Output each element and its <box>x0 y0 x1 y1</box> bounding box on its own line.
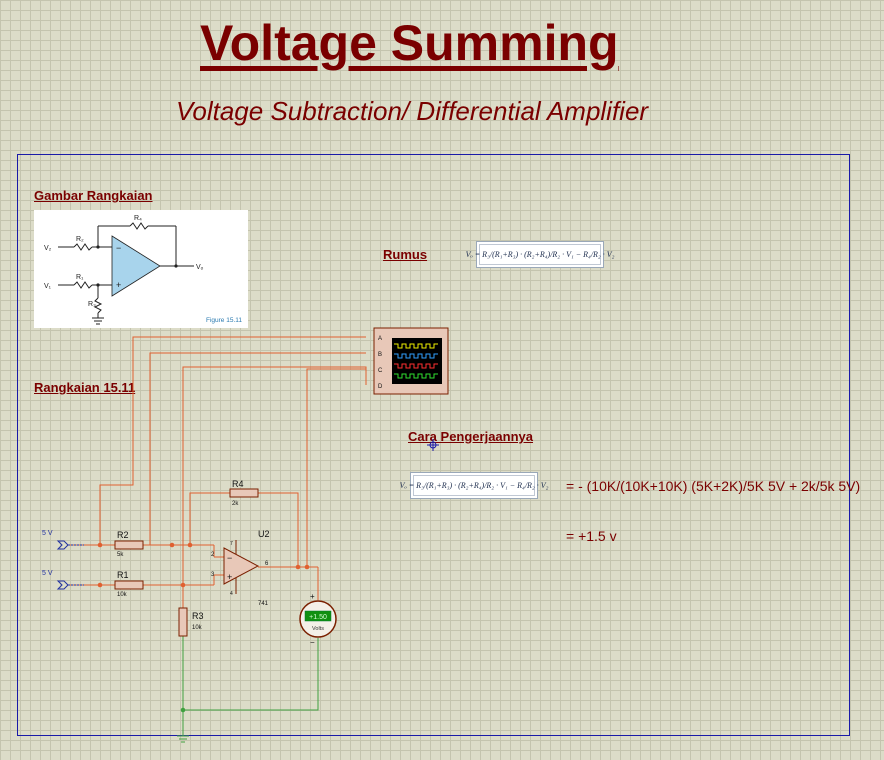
svg-text:+: + <box>227 572 232 582</box>
resistor-r1[interactable]: R1 10k <box>114 570 144 598</box>
figure-label-r1: R₁ <box>76 274 84 281</box>
voltmeter[interactable]: +1.50 Volts + − <box>299 592 337 647</box>
ground-wires <box>182 636 319 736</box>
opamp-name: U2 <box>258 529 270 539</box>
heading-rumus: Rumus <box>383 247 428 262</box>
junction-dots <box>97 542 310 588</box>
oscilloscope-probe-wires <box>99 336 367 585</box>
reference-circuit-figure[interactable]: − + V₂ V₁ R₂ R₁ R₃ R₄ Vₒ Figure 15.11 <box>34 210 248 328</box>
oscilloscope[interactable]: A B C D <box>373 327 449 395</box>
opamp-pin-7: 7 <box>230 541 233 547</box>
scope-channel-d: D <box>378 384 383 390</box>
figure-label-v1: V₁ <box>44 283 52 290</box>
opamp-pin-4: 4 <box>230 591 233 597</box>
r2-value: 5k <box>117 552 124 558</box>
source-1-label: 5 V <box>42 530 53 537</box>
figure-label-vo: Vₒ <box>196 264 204 271</box>
svg-text:+: + <box>116 280 121 290</box>
formula-box-cara[interactable]: Vₒ = R₃/(R₁+R₃) · (R₂+R₄)/R₂ · V₁ − R₄/R… <box>400 472 548 499</box>
svg-text:+: + <box>310 592 315 601</box>
scope-channel-b: B <box>378 352 382 358</box>
formula-text-2: Vₒ = R₃/(R₁+R₃) · (R₂+R₄)/R₂ · V₁ − R₄/R… <box>400 475 548 496</box>
figure-caption: Figure 15.11 <box>206 317 242 324</box>
resistor-r2[interactable]: R2 5k <box>114 530 144 558</box>
voltmeter-reading: +1.50 <box>309 614 327 621</box>
svg-text:−: − <box>227 553 232 563</box>
formula-box-rumus[interactable]: Vₒ = R₃/(R₁+R₃) · (R₂+R₄)/R₂ · V₁ − R₄/R… <box>466 241 614 268</box>
figure-label-r4: R₄ <box>134 215 142 222</box>
heading-gambar-rangkaian: Gambar Rangkaian <box>34 188 153 203</box>
schematic-sheet-frame <box>17 154 850 736</box>
opamp-pin-6: 6 <box>265 561 269 567</box>
resistor-r4[interactable]: R4 2k <box>229 479 259 507</box>
r3-name: R3 <box>192 611 204 621</box>
cursor-crosshair-icon <box>427 439 439 451</box>
r2-name: R2 <box>117 530 129 540</box>
opamp-pin-3: 3 <box>211 572 215 578</box>
figure-label-r2: R₂ <box>76 236 84 243</box>
r1-value: 10k <box>117 592 128 598</box>
svg-text:−: − <box>310 638 315 647</box>
circuit-wires <box>70 492 319 608</box>
figure-label-r3: R₃ <box>88 301 96 308</box>
voltage-source-2[interactable]: 5 V <box>42 570 84 590</box>
resistor-r3[interactable]: R3 10k <box>178 607 204 637</box>
voltmeter-unit: Volts <box>312 626 324 632</box>
r3-value: 10k <box>192 625 203 631</box>
opamp-pin-2: 2 <box>211 552 215 558</box>
scope-channel-c: C <box>378 368 383 374</box>
page-subtitle: Voltage Subtraction/ Differential Amplif… <box>176 96 649 126</box>
scope-channel-a: A <box>378 336 382 342</box>
heading-cara-pengerjaan: Cara Pengerjaannya <box>408 429 534 444</box>
reference-circuit-drawing: − + V₂ V₁ R₂ R₁ R₃ R₄ Vₒ Figure 15.11 <box>44 215 242 325</box>
voltage-source-1[interactable]: 5 V <box>42 530 84 550</box>
r4-value: 2k <box>232 501 239 507</box>
figure-label-v2: V₂ <box>44 245 52 252</box>
opamp-u2[interactable]: − + U2 741 2 3 6 7 4 <box>211 529 270 607</box>
page-title: Voltage Summing <box>200 15 619 71</box>
heading-rangkaian: Rangkaian 15.11 <box>34 380 136 395</box>
source-2-label: 5 V <box>42 570 53 577</box>
svg-text:−: − <box>116 243 121 253</box>
formula-text: Vₒ = R₃/(R₁+R₃) · (R₂+R₄)/R₂ · V₁ − R₄/R… <box>466 244 614 265</box>
calculation-line-1: = - (10K/(10K+10K) (5K+2K)/5K 5V + 2k/5k… <box>566 478 861 494</box>
r4-name: R4 <box>232 479 244 489</box>
opamp-part: 741 <box>258 601 269 607</box>
r1-name: R1 <box>117 570 129 580</box>
ground-icon <box>177 735 189 743</box>
calculation-line-2: = +1.5 v <box>566 528 617 544</box>
